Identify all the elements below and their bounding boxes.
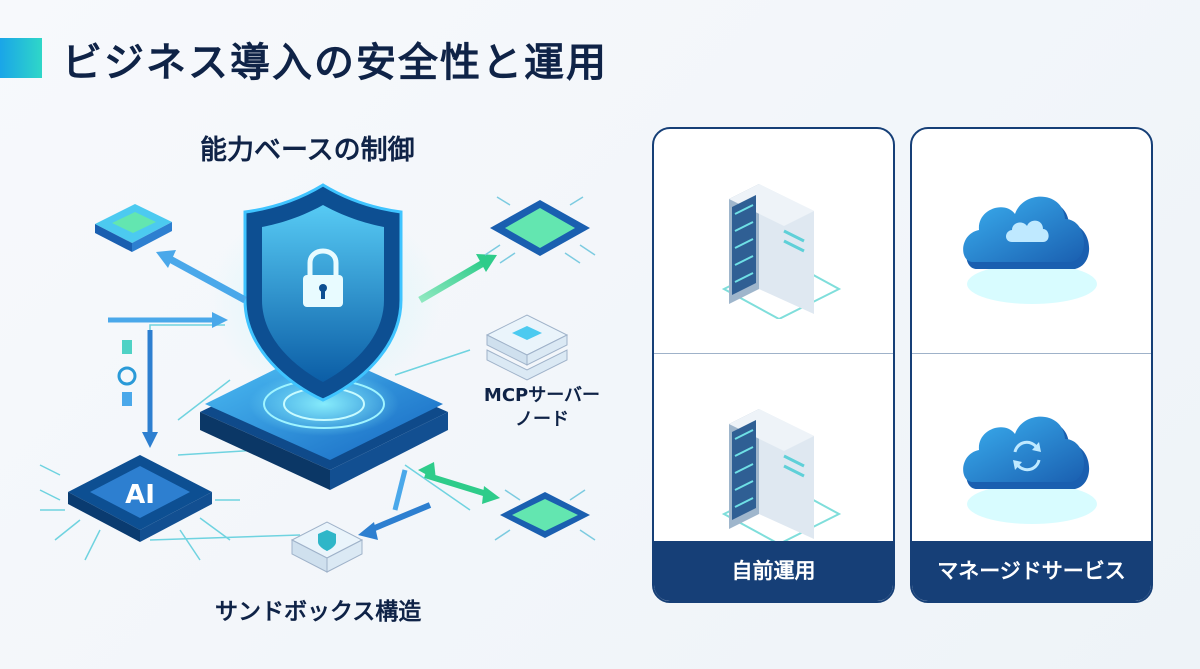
ai-chip-icon — [39, 455, 240, 561]
mcp-label-line1: MCPサーバー — [483, 385, 601, 406]
security-diagram: AI — [39, 183, 596, 573]
self-hosted-card: 自前運用 — [652, 127, 895, 603]
chip-top-left-icon — [95, 204, 172, 252]
sandbox-box-icon — [290, 521, 364, 573]
ai-chip-label: AI — [125, 480, 155, 510]
self-hosted-label: 自前運用 — [654, 541, 893, 601]
shield-lock-icon — [210, 183, 440, 402]
page-title: ビジネス導入の安全性と運用 — [62, 40, 608, 86]
cloud-icon — [963, 196, 1097, 304]
card-divider — [912, 353, 1151, 354]
mcp-label-line2: ノード — [515, 409, 569, 430]
card-divider — [654, 353, 893, 354]
server-rack-icon — [721, 409, 842, 544]
mcp-server-node-icon — [485, 314, 569, 381]
title-accent-bar — [0, 38, 42, 78]
managed-service-card: マネージドサービス — [910, 127, 1153, 603]
managed-service-label: マネージドサービス — [912, 541, 1151, 601]
cloud-sync-icon — [963, 416, 1097, 524]
server-rack-icon — [721, 184, 842, 319]
sandbox-structure-label: サンドボックス構造 — [215, 599, 422, 625]
chip-top-right-icon — [484, 196, 596, 264]
mcp-server-node-label: MCPサーバー ノード — [476, 384, 608, 432]
flow-arrows — [108, 250, 500, 540]
capability-control-label: 能力ベースの制御 — [200, 135, 415, 166]
chip-bottom-right-icon — [494, 489, 596, 541]
